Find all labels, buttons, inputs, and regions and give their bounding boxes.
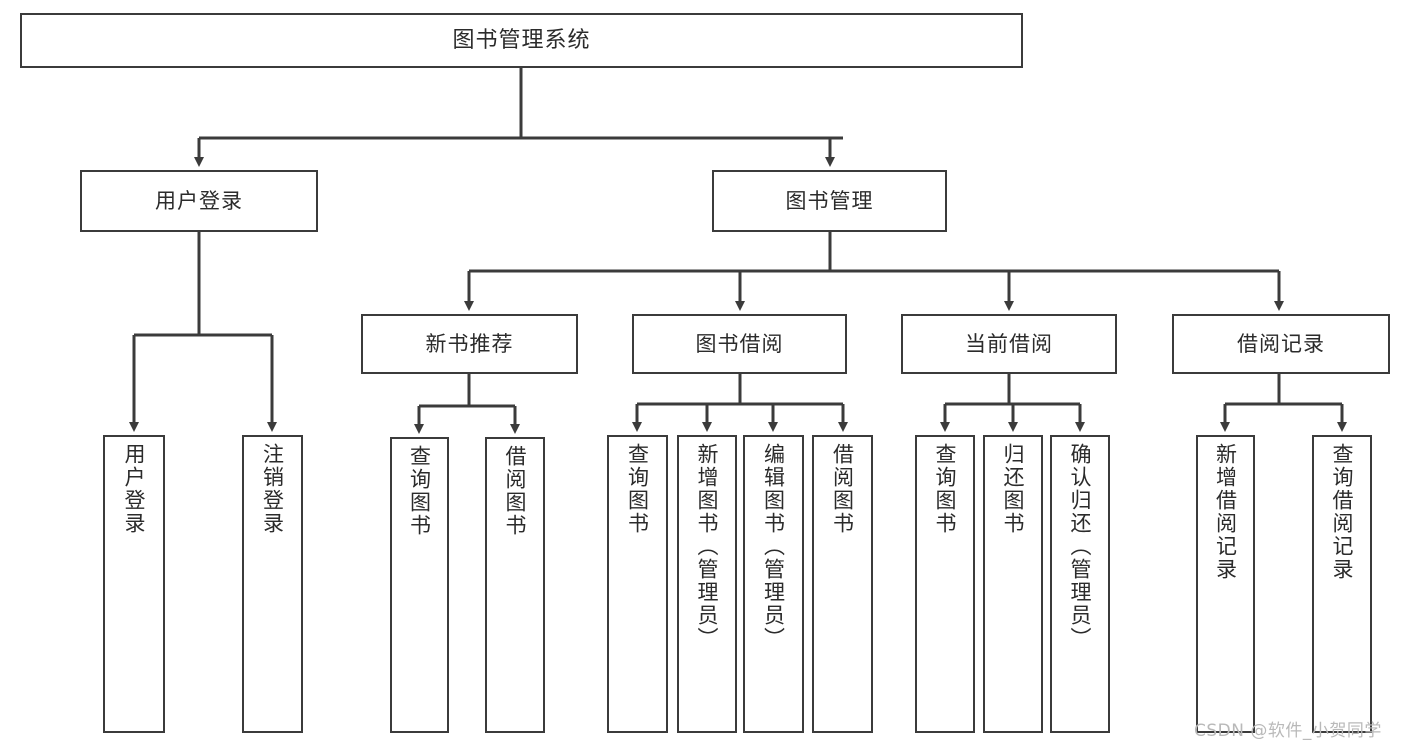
- node-leaf-borrow-book-2-label: 借阅图书: [830, 443, 855, 535]
- node-root-label: 图书管理系统: [452, 27, 591, 53]
- node-leaf-borrow-book-2[interactable]: 借阅图书: [812, 435, 873, 733]
- node-leaf-user-login[interactable]: 用户登录: [103, 435, 165, 733]
- node-leaf-query-borrow-record[interactable]: 查询借阅记录: [1312, 435, 1372, 733]
- node-root[interactable]: 图书管理系统: [20, 13, 1023, 68]
- node-leaf-edit-book-admin-label: 编辑图书（管理员）: [761, 443, 786, 650]
- node-leaf-borrow-book-1-label: 借阅图书: [503, 445, 528, 537]
- node-borrow-record[interactable]: 借阅记录: [1172, 314, 1390, 374]
- node-current-borrow[interactable]: 当前借阅: [901, 314, 1117, 374]
- node-leaf-logout-login[interactable]: 注销登录: [242, 435, 303, 733]
- node-new-book-recommend-label: 新书推荐: [425, 331, 514, 356]
- node-leaf-add-book-admin-label: 新增图书（管理员）: [695, 443, 720, 650]
- node-leaf-add-book-admin[interactable]: 新增图书（管理员）: [677, 435, 737, 733]
- node-leaf-query-book-3[interactable]: 查询图书: [915, 435, 975, 733]
- node-leaf-query-book-1-label: 查询图书: [407, 445, 432, 537]
- node-book-borrow-label: 图书借阅: [695, 331, 784, 356]
- node-leaf-query-book-2-label: 查询图书: [625, 443, 650, 535]
- node-leaf-add-borrow-record[interactable]: 新增借阅记录: [1196, 435, 1255, 733]
- node-user-login-label: 用户登录: [155, 188, 243, 213]
- node-leaf-confirm-return-admin[interactable]: 确认归还（管理员）: [1050, 435, 1110, 733]
- node-leaf-edit-book-admin[interactable]: 编辑图书（管理员）: [743, 435, 804, 733]
- node-book-manage-label: 图书管理: [785, 188, 874, 213]
- node-book-borrow[interactable]: 图书借阅: [632, 314, 847, 374]
- node-leaf-query-borrow-record-label: 查询借阅记录: [1330, 443, 1355, 581]
- node-current-borrow-label: 当前借阅: [965, 331, 1053, 356]
- node-book-manage[interactable]: 图书管理: [712, 170, 947, 232]
- node-borrow-record-label: 借阅记录: [1237, 331, 1325, 356]
- node-leaf-query-book-1[interactable]: 查询图书: [390, 437, 449, 733]
- node-leaf-return-book[interactable]: 归还图书: [983, 435, 1043, 733]
- watermark: CSDN @软件_小贺同学: [1194, 721, 1382, 741]
- node-leaf-logout-login-label: 注销登录: [260, 443, 285, 535]
- node-new-book-recommend[interactable]: 新书推荐: [361, 314, 578, 374]
- node-leaf-query-book-2[interactable]: 查询图书: [607, 435, 668, 733]
- node-leaf-query-book-3-label: 查询图书: [933, 443, 958, 535]
- node-leaf-return-book-label: 归还图书: [1001, 443, 1026, 535]
- node-user-login[interactable]: 用户登录: [80, 170, 318, 232]
- node-leaf-confirm-return-admin-label: 确认归还（管理员）: [1068, 443, 1093, 650]
- node-leaf-user-login-label: 用户登录: [122, 443, 147, 535]
- node-leaf-borrow-book-1[interactable]: 借阅图书: [485, 437, 545, 733]
- node-leaf-add-borrow-record-label: 新增借阅记录: [1213, 443, 1238, 581]
